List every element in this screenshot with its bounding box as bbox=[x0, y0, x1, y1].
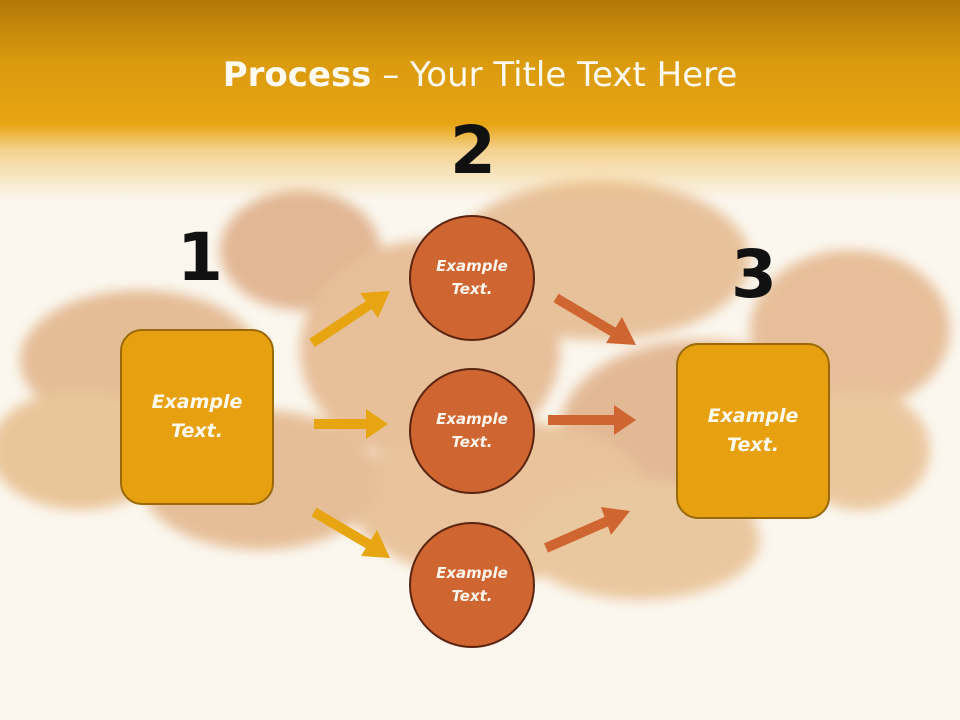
slide-title: Process – Your Title Text Here bbox=[0, 52, 960, 98]
step-3-box[interactable]: Example Text. bbox=[676, 343, 830, 519]
arrow-left-down bbox=[311, 507, 390, 558]
arrow-left-middle bbox=[314, 409, 388, 439]
step-2-circle-bottom[interactable]: Example Text. bbox=[409, 522, 535, 648]
step-number-3: 3 bbox=[731, 236, 777, 313]
arrow-left-up bbox=[309, 291, 390, 348]
right-arrows bbox=[543, 293, 636, 553]
arrow-right-middle bbox=[548, 405, 636, 435]
arrow-right-up bbox=[553, 293, 636, 345]
title-banner bbox=[0, 0, 960, 200]
step-2-circle-top[interactable]: Example Text. bbox=[409, 215, 535, 341]
step-2-circle-middle[interactable]: Example Text. bbox=[409, 368, 535, 494]
step-1-text: Example Text. bbox=[151, 391, 243, 442]
step-3-text: Example Text. bbox=[707, 405, 799, 456]
title-rest: – Your Title Text Here bbox=[371, 55, 738, 95]
step-1-box[interactable]: Example Text. bbox=[120, 329, 274, 505]
step-number-2: 2 bbox=[450, 112, 496, 189]
title-bold: Process bbox=[222, 55, 372, 95]
left-arrows bbox=[309, 291, 390, 558]
step-number-1: 1 bbox=[177, 219, 223, 296]
circle-top-text: Example Text. bbox=[436, 257, 508, 298]
circle-middle-text: Example Text. bbox=[436, 410, 508, 451]
arrow-right-down bbox=[543, 507, 630, 553]
circle-bottom-text: Example Text. bbox=[436, 564, 508, 605]
